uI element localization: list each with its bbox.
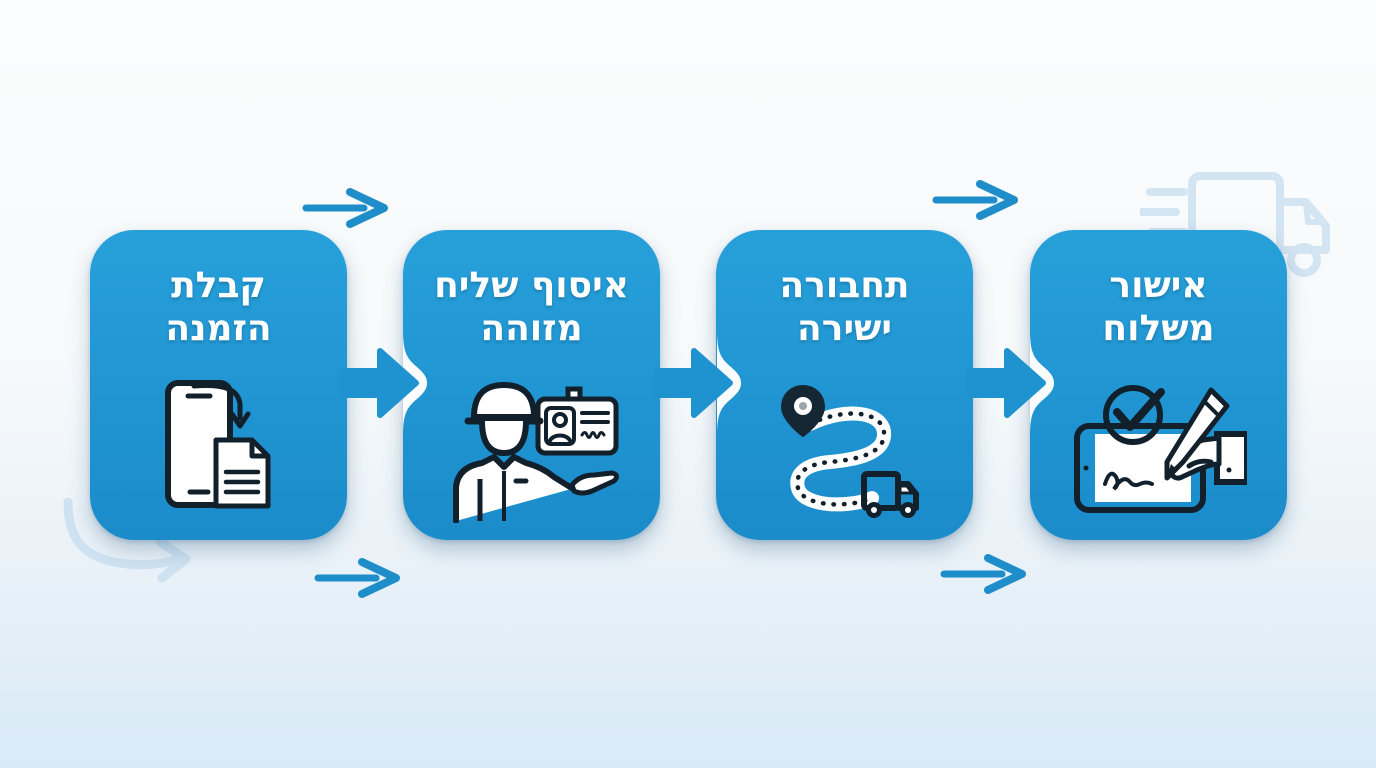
step-card-delivery-confirmation: אישור משלוח: [1030, 230, 1287, 540]
right-arrow: [314, 558, 400, 598]
right-arrow-connector: [966, 329, 1054, 437]
right-arrow: [302, 188, 388, 228]
route-map-truck-icon: [780, 384, 919, 518]
signature-check-icon: [1073, 385, 1247, 513]
right-arrow-connector: [339, 329, 427, 437]
step-title: איסוף שליח מזוהה: [434, 265, 629, 350]
phone-to-document-icon: [164, 380, 270, 509]
courier-id-badge-icon: [452, 382, 619, 523]
curved-flow-arrow: [63, 498, 191, 583]
right-arrow-connector: [653, 329, 741, 437]
step-title: קבלת הזמנה: [165, 265, 272, 350]
step-title: אישור משלוח: [1102, 265, 1215, 350]
step-card-order-received: קבלת הזמנה: [90, 230, 347, 540]
step-title: תחבורה ישירה: [779, 265, 910, 350]
right-arrow: [940, 554, 1026, 594]
step-card-courier-pickup: איסוף שליח מזוהה: [403, 230, 660, 540]
right-arrow: [932, 180, 1018, 220]
step-card-direct-transport: תחבורה ישירה: [716, 230, 973, 540]
